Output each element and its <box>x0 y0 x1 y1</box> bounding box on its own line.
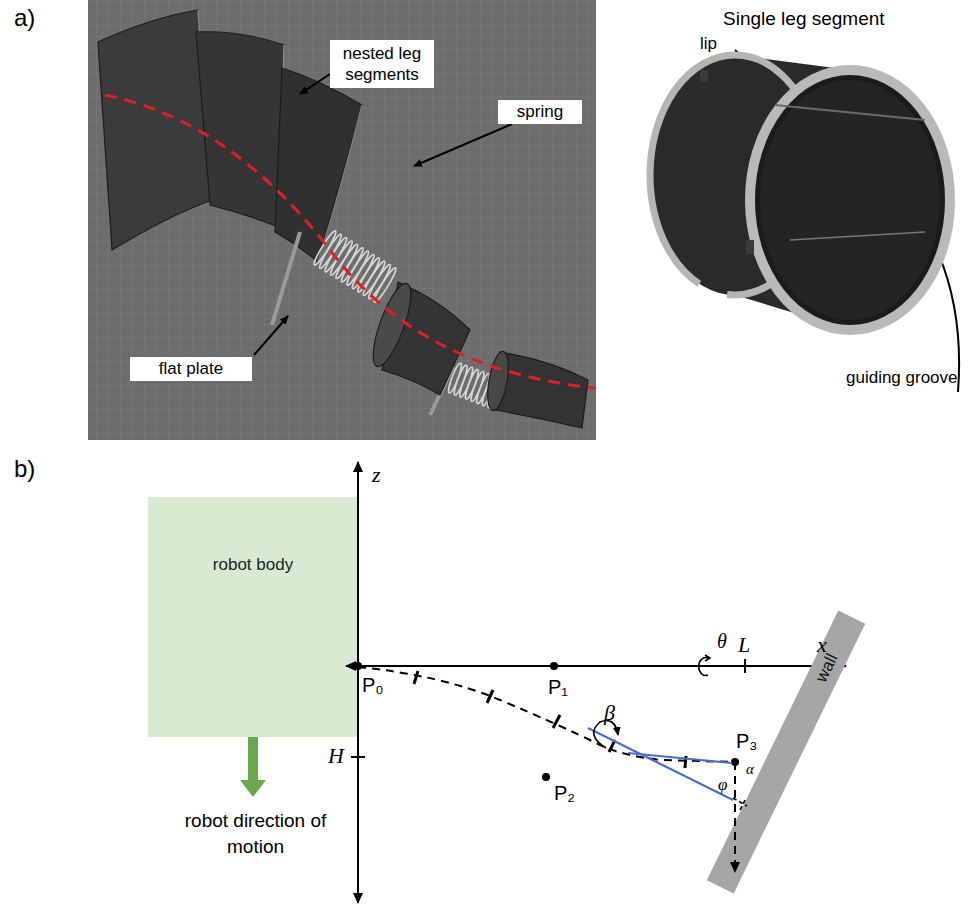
point-name: P₀ <box>362 674 384 697</box>
dimension: H <box>328 743 344 769</box>
angle-symbol: β <box>604 700 615 726</box>
note-text: robot direction of motion <box>168 808 343 860</box>
callout-box: nested leg segments <box>330 40 434 88</box>
wall-band <box>707 611 865 894</box>
small-segments <box>366 280 588 428</box>
axis-name: x <box>817 632 827 658</box>
panel-letter: b) <box>14 455 35 483</box>
caption-text: Single leg segment <box>723 8 885 30</box>
robot-body-fill <box>148 497 358 737</box>
motion-arrow <box>240 737 266 797</box>
coil-turn <box>328 239 354 276</box>
callout-box: spring <box>498 100 582 124</box>
segment-ticks <box>414 671 686 768</box>
node-text: robot body <box>148 555 358 575</box>
point-name: P₂ <box>554 782 575 805</box>
coil-turn <box>366 263 392 300</box>
part-name: lip <box>700 34 717 54</box>
coil-turn <box>334 243 360 280</box>
angle-symbol: θ <box>717 630 727 653</box>
callout-box: flat plate <box>130 357 252 381</box>
coil-turn <box>356 256 382 293</box>
render-grid <box>88 0 596 440</box>
point-name: P₁ <box>548 676 568 699</box>
coil-turn <box>350 253 376 290</box>
vertical-guide <box>734 762 736 872</box>
orientation-lines <box>588 728 733 800</box>
angle-symbol: α <box>746 761 754 778</box>
part-name: guiding groove <box>846 368 958 388</box>
angle-symbol: φ <box>718 775 727 795</box>
point-name: P₃ <box>736 730 757 753</box>
single-segment <box>650 55 950 330</box>
node-text: wall <box>707 648 847 893</box>
leader-lines <box>254 50 959 392</box>
node-text: spring <box>504 102 576 122</box>
node-text: flat plate <box>136 359 246 379</box>
dimension: L <box>738 632 750 658</box>
leg-curve <box>358 667 735 762</box>
node-text: nested leg segments <box>336 43 428 85</box>
wall: wall <box>707 611 865 894</box>
axis-name: z <box>372 462 381 488</box>
coil-turn <box>339 246 365 283</box>
robot-body: robot body <box>148 497 358 737</box>
axes <box>346 462 846 903</box>
centerline <box>105 95 595 388</box>
spring-coils <box>312 229 509 411</box>
coil-turn <box>361 260 387 297</box>
rotation-symbol <box>699 655 710 676</box>
render-background <box>88 0 596 440</box>
nested-segments <box>98 10 362 262</box>
wall-normal <box>733 798 747 810</box>
coil-turn <box>312 229 338 266</box>
panel-letter: a) <box>14 4 35 32</box>
points <box>354 662 739 781</box>
